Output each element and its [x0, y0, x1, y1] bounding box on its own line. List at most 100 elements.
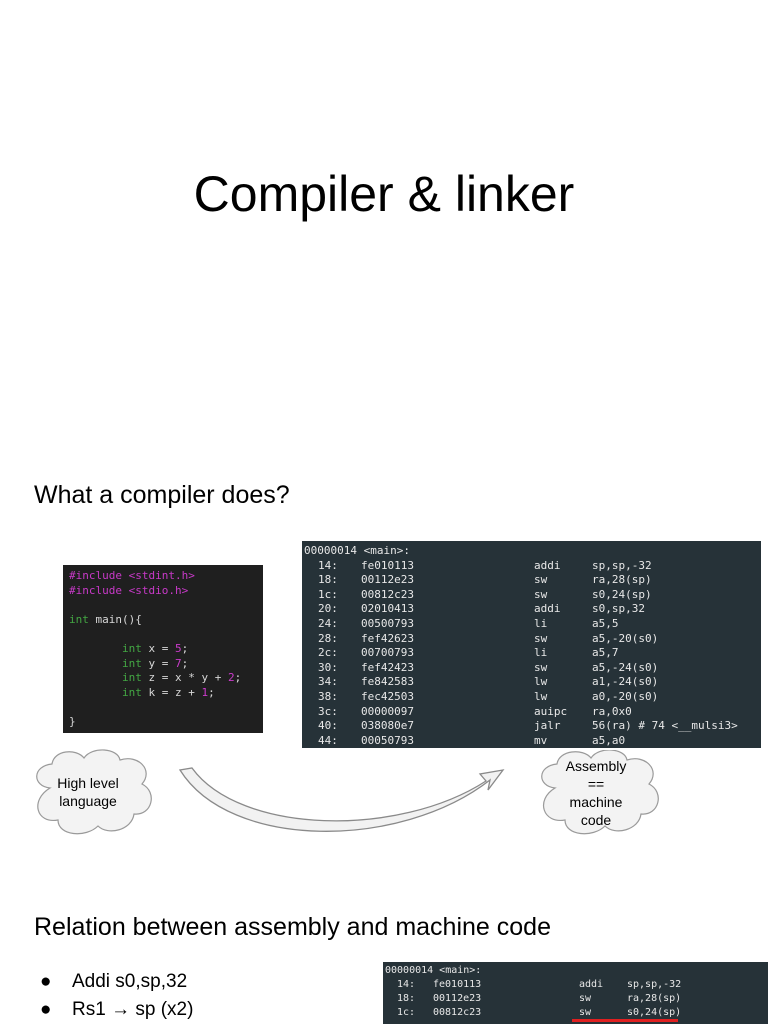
assembly-row: 34: fe842583 lw a1,-24(s0) — [304, 675, 761, 690]
assembly-op: lw — [534, 675, 548, 689]
cloud-label-high-level-language: High level language — [40, 774, 136, 810]
assembly-args: ra,28(sp) — [592, 573, 652, 587]
c-source-code-panel: #include <stdint.h>#include <stdio.h> int… — [63, 565, 263, 733]
code-line: int main(){ — [69, 612, 142, 626]
assembly-op: sw — [534, 587, 548, 601]
assembly-hex: fe010113 — [433, 979, 482, 990]
assembly-args: s0,24(sp) — [627, 1007, 682, 1018]
assembly-hex: 00112e23 — [433, 993, 482, 1004]
assembly-args: s0,24(sp) — [592, 587, 652, 601]
assembly-op: sw — [534, 631, 548, 645]
assembly-hex: fe842583 — [361, 675, 414, 689]
assembly-addr: 20: — [318, 602, 338, 616]
assembly-args: ra,28(sp) — [627, 993, 682, 1004]
assembly-args: ra,0x0 — [592, 704, 632, 718]
code-line — [69, 598, 263, 613]
curved-arrow-icon — [178, 767, 505, 832]
bullet-dot-icon: ● — [40, 999, 52, 1020]
code-line: int z = x * y + 2; — [121, 671, 242, 685]
assembly-addr: 40: — [318, 719, 338, 733]
assembly-hex: fec42503 — [361, 689, 414, 703]
assembly-hex: 00050793 — [361, 733, 414, 747]
slide-title: Compiler & linker — [193, 166, 575, 222]
assembly-addr: 1c: — [318, 587, 338, 601]
assembly-hex: 00700793 — [361, 646, 414, 660]
assembly-args: a5,a0 — [592, 733, 626, 747]
assembly-hex: 00000097 — [361, 704, 414, 718]
assembly-args: sp,sp,-32 — [627, 979, 682, 990]
assembly-addr: 30: — [318, 660, 338, 674]
code-line: #include <stdint.h> — [69, 569, 195, 582]
cloud-left-line2: language — [59, 793, 117, 809]
assembly-op: sw — [579, 993, 592, 1004]
assembly-op: addi — [579, 979, 604, 990]
highlight-underline — [572, 1019, 678, 1022]
assembly-args: a5,-20(s0) — [592, 631, 659, 645]
assembly-op: addi — [534, 558, 561, 572]
bullet-list: ●Addi s0,sp,32 ●Rs1 → sp (x2) — [40, 968, 193, 1024]
assembly-op: li — [534, 616, 548, 630]
assembly-args: 56(ra) # 74 <__mulsi3> — [592, 719, 738, 733]
assembly-args: a5,-24(s0) — [592, 660, 659, 674]
assembly-addr: 3c: — [318, 704, 338, 718]
assembly-row: 3c: 00000097 auipc ra,0x0 — [304, 705, 761, 720]
assembly-op: addi — [534, 602, 561, 616]
assembly-row: 18: 00112e23 sw ra,28(sp) — [385, 992, 768, 1006]
code-line: #include <stdio.h> — [69, 583, 189, 597]
assembly-op: mv — [534, 733, 548, 747]
assembly-args: sp,sp,-32 — [592, 558, 652, 572]
code-line: } — [69, 714, 76, 728]
assembly-row: 44: 00050793 mv a5,a0 — [304, 734, 761, 748]
assembly-hex: fe010113 — [361, 558, 414, 572]
section-heading-relation: Relation between assembly and machine co… — [34, 913, 551, 941]
assembly-hex: 00500793 — [361, 616, 414, 630]
assembly-hex: 00812c23 — [433, 1007, 482, 1018]
assembly-hex: 038080e7 — [361, 719, 414, 733]
assembly-addr: 28: — [318, 631, 338, 645]
assembly-op: li — [534, 646, 548, 660]
assembly-args: a5,7 — [592, 646, 619, 660]
assembly-header: 00000014 <main>: — [385, 965, 482, 976]
assembly-args: a1,-24(s0) — [592, 675, 659, 689]
assembly-row: 1c: 00812c23 sw s0,24(sp) — [304, 588, 761, 603]
assembly-addr: 44: — [318, 733, 338, 747]
assembly-addr: 1c: — [397, 1007, 416, 1018]
assembly-args: a0,-20(s0) — [592, 689, 659, 703]
assembly-op: jalr — [534, 719, 561, 733]
assembly-row: 40: 038080e7 jalr 56(ra) # 74 <__mulsi3> — [304, 719, 761, 734]
assembly-addr: 18: — [318, 573, 338, 587]
cloud-right-line3: machine — [569, 794, 623, 810]
code-line — [69, 700, 263, 715]
assembly-op: lw — [534, 689, 548, 703]
assembly-header: 00000014 <main>: — [304, 544, 410, 557]
assembly-addr: 34: — [318, 675, 338, 689]
code-line: int k = z + 1; — [121, 685, 215, 699]
assembly-addr: 2c: — [318, 646, 338, 660]
assembly-hex: fef42423 — [361, 660, 414, 674]
assembly-addr: 38: — [318, 689, 338, 703]
bullet-dot-icon: ● — [40, 971, 52, 992]
code-line: int y = 7; — [121, 656, 189, 670]
assembly-hex: 02010413 — [361, 602, 414, 616]
bullet-item: ●Addi s0,sp,32 — [40, 968, 193, 996]
assembly-row: 38: fec42503 lw a0,-20(s0) — [304, 690, 761, 705]
code-line: int x = 5; — [121, 641, 189, 655]
assembly-args: a5,5 — [592, 616, 619, 630]
assembly-op: auipc — [534, 704, 568, 718]
assembly-row: 30: fef42423 sw a5,-24(s0) — [304, 661, 761, 676]
assembly-op: sw — [534, 660, 548, 674]
cloud-shape-right — [541, 750, 659, 835]
assembly-addr: 18: — [397, 993, 416, 1004]
assembly-hex: 00812c23 — [361, 587, 414, 601]
assembly-op: sw — [534, 573, 548, 587]
section-heading-compiler: What a compiler does? — [34, 481, 290, 509]
cloud-left-line1: High level — [57, 775, 119, 791]
